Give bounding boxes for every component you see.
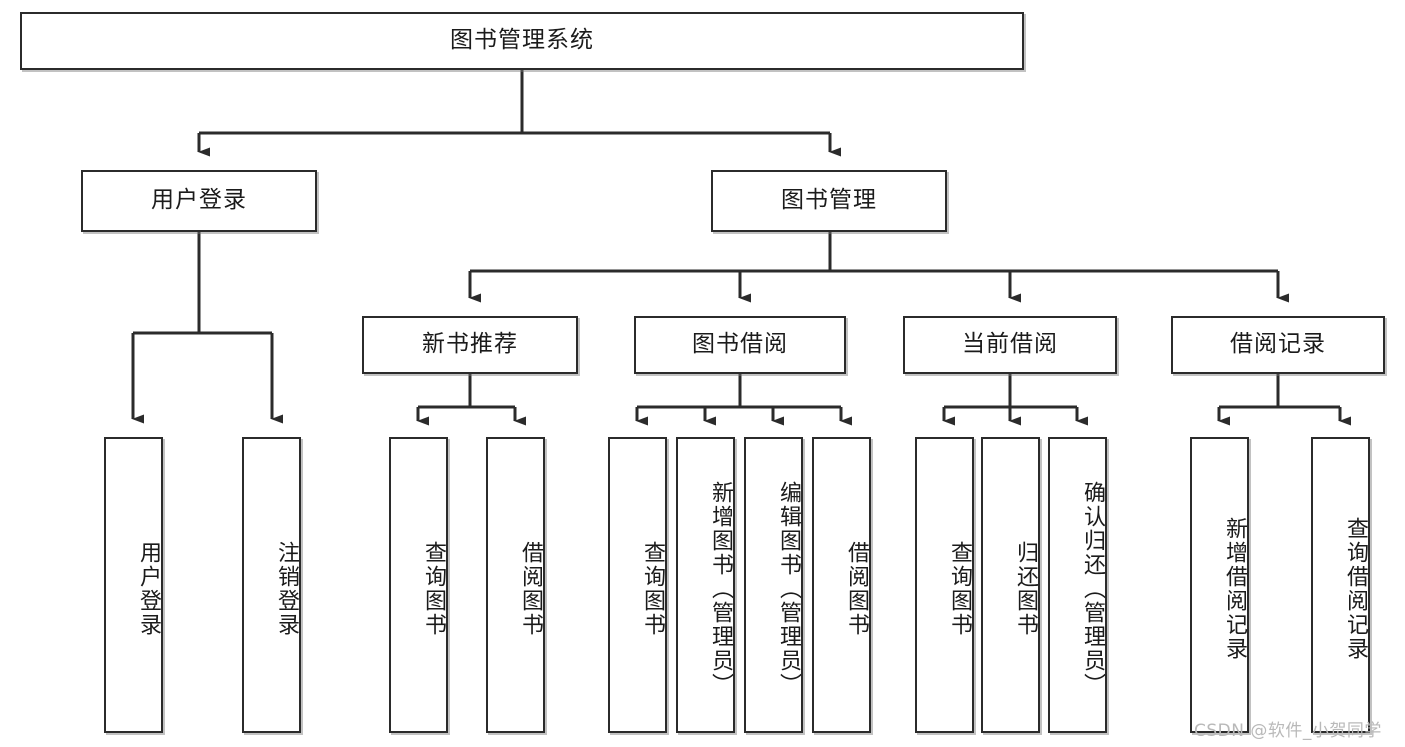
node-leaf-borrow-book-2[interactable]: 借阅图书 xyxy=(812,437,871,733)
node-leaf-return-book[interactable]: 归还图书 xyxy=(981,437,1040,733)
node-root[interactable]: 图书管理系统 xyxy=(20,12,1024,70)
node-leaf-query-book-1[interactable]: 查询图书 xyxy=(389,437,448,733)
node-leaf-user-login[interactable]: 用户登录 xyxy=(104,437,163,733)
node-leaf-add-book[interactable]: 新增图书（管理员） xyxy=(676,437,735,733)
node-leaf-user-logout[interactable]: 注销登录 xyxy=(242,437,301,733)
node-leaf-query-record[interactable]: 查询借阅记录 xyxy=(1311,437,1370,733)
node-book-manage[interactable]: 图书管理 xyxy=(711,170,947,232)
node-leaf-query-book-3[interactable]: 查询图书 xyxy=(915,437,974,733)
node-leaf-borrow-book-1[interactable]: 借阅图书 xyxy=(486,437,545,733)
node-borrow-record[interactable]: 借阅记录 xyxy=(1171,316,1385,374)
node-leaf-edit-book[interactable]: 编辑图书（管理员） xyxy=(744,437,803,733)
node-leaf-query-book-2[interactable]: 查询图书 xyxy=(608,437,667,733)
node-book-borrow[interactable]: 图书借阅 xyxy=(634,316,846,374)
node-leaf-add-record[interactable]: 新增借阅记录 xyxy=(1190,437,1249,733)
csdn-watermark: CSDN @软件_小贺同学 xyxy=(1194,721,1382,741)
node-new-book-recommend[interactable]: 新书推荐 xyxy=(362,316,578,374)
node-leaf-confirm-return[interactable]: 确认归还（管理员） xyxy=(1048,437,1107,733)
node-current-borrow[interactable]: 当前借阅 xyxy=(903,316,1117,374)
node-user-login[interactable]: 用户登录 xyxy=(81,170,317,232)
